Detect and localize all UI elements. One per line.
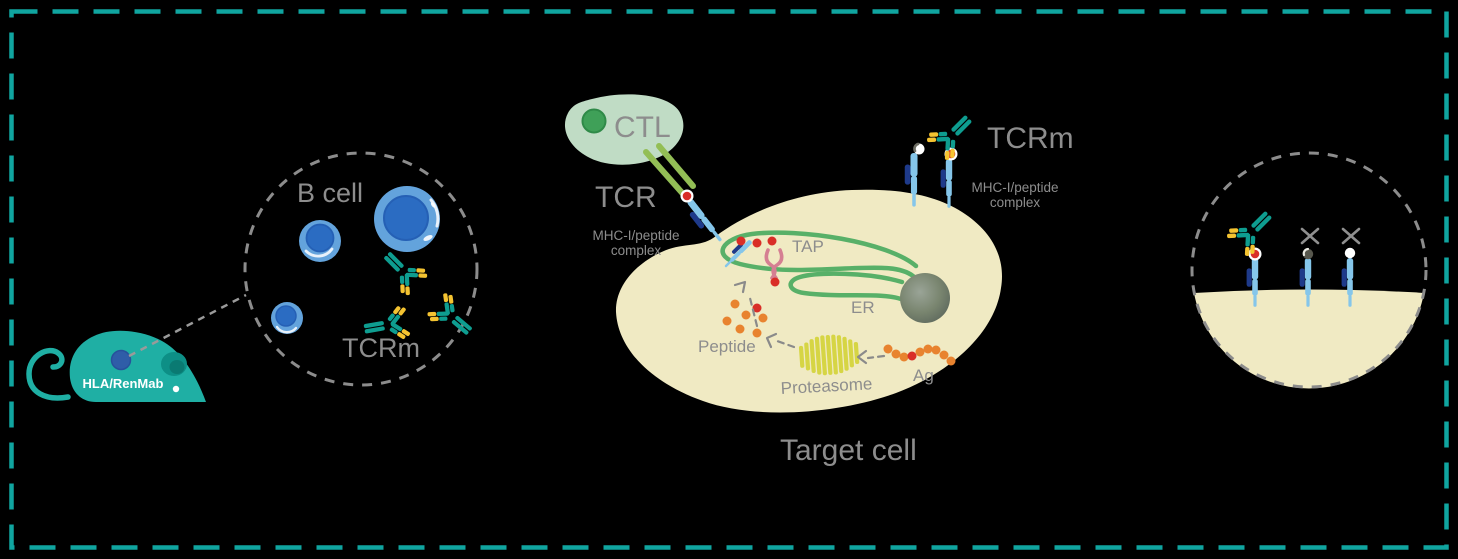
tap-label: TAP — [792, 237, 824, 256]
mouse-tail — [26, 347, 71, 401]
mouse-label: HLA/RenMab — [83, 376, 164, 391]
arrow-peptide-to-tap — [748, 296, 759, 328]
ctl-cell: CTL — [564, 94, 684, 165]
proteasome — [798, 334, 860, 376]
er-sphere — [900, 273, 950, 323]
inset-dashed-circle — [243, 151, 479, 387]
b-cell-inset: B cell TCRm — [243, 151, 482, 387]
inset-dashed-circle — [1190, 151, 1428, 389]
mhc-complex-label-right: MHC-I/peptide complex — [971, 180, 1058, 210]
antigen-chain — [883, 344, 956, 366]
tcrm-label: TCRm — [987, 122, 1074, 155]
er-label: ER — [851, 298, 875, 317]
mouse-body — [69, 330, 206, 402]
antigen-label: Ag — [913, 366, 934, 385]
mouse-b-cell-dot — [110, 349, 132, 371]
target-cell-label: Target cell — [780, 434, 917, 467]
tcr-label: TCR — [595, 181, 657, 214]
mhc-complex-label-left: MHC-I/peptide complex — [592, 228, 679, 258]
peptide-pool — [722, 299, 768, 338]
mouse-eye — [172, 385, 180, 393]
surface-mhc-complexes — [904, 104, 983, 208]
svg-text:complex: complex — [611, 243, 662, 258]
mismatched-peptide — [1344, 247, 1356, 259]
mouse-to-inset-connector — [128, 293, 247, 358]
endoplasmic-reticulum — [720, 230, 921, 302]
b-cell-label: B cell — [297, 178, 363, 208]
no-binding-x-marks — [1300, 227, 1361, 245]
b-cell-medium — [299, 220, 341, 262]
arrow-ag-to-proteasome — [866, 354, 886, 360]
svg-text:MHC-I/peptide: MHC-I/peptide — [592, 228, 679, 243]
mhc-bound-by-tcrm — [940, 159, 953, 208]
b-cell-small — [271, 302, 303, 334]
specificity-inset — [1190, 151, 1428, 389]
presented-peptide-dot — [680, 189, 694, 203]
transported-peptides — [736, 236, 780, 287]
b-cell-large — [374, 186, 440, 252]
mouse-ear-inner — [169, 360, 185, 374]
arrow-proteasome-to-peptide — [775, 339, 796, 349]
svg-text:complex: complex — [990, 195, 1041, 210]
membrane-surface — [1194, 289, 1424, 389]
dashed-border — [9, 9, 1449, 550]
target-cell: TAP ER Peptide Proteasome Ag — [615, 189, 1002, 413]
ctl-label: CTL — [614, 111, 671, 144]
peptide-label: Peptide — [698, 337, 756, 356]
tap-transporter — [764, 248, 784, 280]
tcr-receptor — [643, 143, 696, 198]
hla-renmab-mouse: HLA/RenMab — [26, 330, 206, 402]
svg-text:MHC-I/peptide: MHC-I/peptide — [971, 180, 1058, 195]
tcrm-inset-label: TCRm — [342, 333, 420, 363]
proteasome-label: Proteasome — [780, 374, 873, 398]
ctl-nucleus — [581, 108, 607, 134]
process-arrows — [733, 280, 886, 365]
tcrm-antibody-icon — [1222, 200, 1283, 261]
tcrm-antibody-icon — [922, 104, 983, 165]
